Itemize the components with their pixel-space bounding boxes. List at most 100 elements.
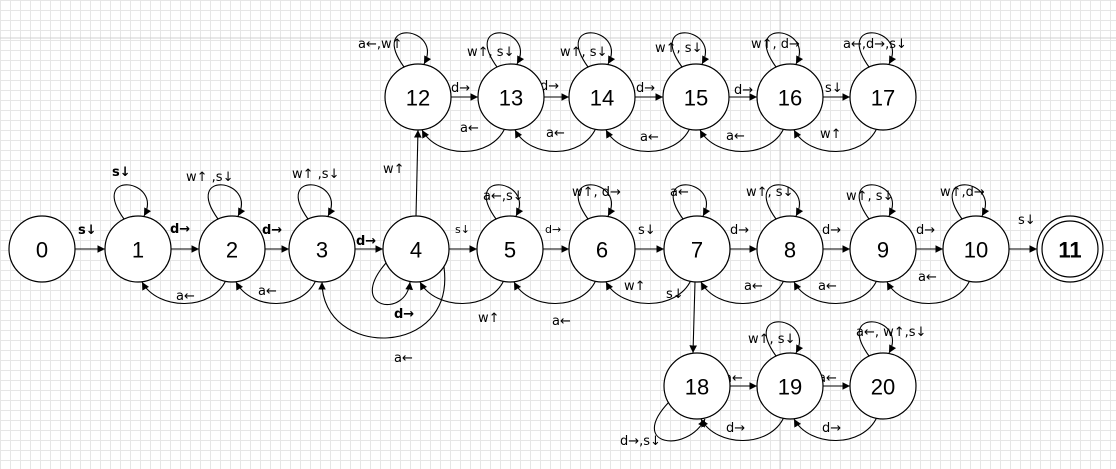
transition-label-14-14: w↑, s↓ bbox=[560, 45, 607, 60]
state-label: 14 bbox=[590, 86, 614, 111]
state-circle bbox=[476, 215, 544, 283]
transition-arrow-12-12 bbox=[393, 32, 432, 68]
transition-arrow-1-1 bbox=[113, 184, 152, 220]
state-10: 10 bbox=[942, 215, 1010, 283]
state-17: 17 bbox=[849, 63, 917, 131]
transition-label-15-15: w↑, s↓ bbox=[655, 41, 702, 56]
state-2: 2 bbox=[198, 215, 266, 283]
state-circle bbox=[477, 63, 545, 131]
transition-arrow-13-13 bbox=[486, 32, 525, 68]
transition-label-6-7: s↓ bbox=[638, 223, 656, 238]
transition-label-4-3: a← bbox=[394, 351, 413, 366]
transition-label-19-18: d→ bbox=[726, 421, 745, 436]
transition-arrow-6-6 bbox=[577, 184, 616, 220]
transition-arrow-7-7 bbox=[672, 184, 711, 220]
transition-arrow-20-19 bbox=[793, 416, 878, 441]
transition-arrow-7-6 bbox=[605, 279, 692, 305]
transition-arrow-7-18 bbox=[689, 281, 698, 354]
transition-arrow-6-5 bbox=[513, 279, 597, 304]
state-label: 9 bbox=[877, 238, 889, 263]
transition-arrow-3-3 bbox=[297, 184, 336, 220]
transition-arrow-16-15 bbox=[699, 127, 785, 153]
state-1: 1 bbox=[104, 215, 172, 283]
transition-label-2-3: d→ bbox=[262, 223, 282, 238]
transition-arrow-4-12 bbox=[413, 129, 422, 217]
state-circle bbox=[198, 215, 266, 283]
transition-arrow-14-14 bbox=[577, 32, 616, 68]
transition-arrow-14-13 bbox=[514, 127, 597, 152]
state-label: 20 bbox=[871, 375, 895, 400]
transition-arrow-2-2 bbox=[207, 184, 246, 220]
transition-label-16-17: s↓ bbox=[825, 81, 843, 96]
transition-label-17-16: w↑ bbox=[820, 127, 842, 142]
state-label: 18 bbox=[685, 375, 709, 400]
state-circle bbox=[8, 215, 76, 283]
transition-label-12-13: d→ bbox=[451, 81, 470, 96]
transition-arrow-13-12 bbox=[421, 127, 506, 152]
transition-label-1-2: d→ bbox=[170, 222, 190, 237]
transition-arrow-18-18 bbox=[653, 401, 706, 442]
transition-label-12-12: a←,w↑ bbox=[358, 37, 403, 52]
state-circle bbox=[756, 215, 824, 283]
state-3: 3 bbox=[288, 215, 356, 283]
state-15: 15 bbox=[662, 63, 730, 131]
transition-label-2-1: a← bbox=[176, 289, 195, 304]
transitions-layer bbox=[75, 32, 1037, 442]
transition-arrow-15-14 bbox=[605, 127, 691, 153]
transition-label-4-5: s↓ bbox=[455, 223, 470, 236]
state-circle bbox=[568, 215, 636, 283]
state-circle bbox=[662, 63, 730, 131]
state-7: 7 bbox=[663, 215, 731, 283]
transition-arrow-5-4 bbox=[419, 279, 505, 305]
state-circle bbox=[382, 215, 450, 283]
accepting-inner-circle bbox=[1041, 220, 1099, 278]
state-circle bbox=[756, 352, 824, 420]
transition-arrow-2-1 bbox=[141, 279, 227, 305]
transition-label-5-5: a←,s↓ bbox=[483, 189, 524, 204]
state-label: 4 bbox=[410, 238, 422, 263]
transition-label-7-18: s↓ bbox=[666, 287, 684, 302]
transition-arrow-4-3 bbox=[318, 266, 446, 339]
transition-label-14-13: a← bbox=[546, 126, 565, 141]
transition-arrow-16-16 bbox=[765, 32, 804, 68]
transition-label-3-2: a← bbox=[258, 284, 277, 299]
state-circle bbox=[849, 215, 917, 283]
transition-label-4-4: d→ bbox=[394, 307, 414, 322]
state-label: 13 bbox=[499, 86, 523, 111]
transition-label-9-8: a← bbox=[818, 279, 837, 294]
transition-arrow-9-9 bbox=[858, 184, 897, 220]
state-label: 6 bbox=[596, 238, 608, 263]
transition-label-13-13: w↑, s↓ bbox=[467, 45, 514, 60]
state-circle bbox=[104, 215, 172, 283]
state-6: 6 bbox=[568, 215, 636, 283]
state-13: 13 bbox=[477, 63, 545, 131]
transition-label-20-20: a←, w↑,s↓ bbox=[856, 325, 926, 340]
state-circle bbox=[568, 63, 636, 131]
transition-label-5-6: d→ bbox=[545, 223, 561, 236]
transition-label-16-15: a← bbox=[726, 129, 745, 144]
transition-label-16-16: w↑, d→ bbox=[751, 37, 800, 52]
transition-label-7-6: w↑ bbox=[624, 279, 646, 294]
transition-arrow-8-7 bbox=[700, 279, 785, 304]
state-label: 19 bbox=[778, 375, 802, 400]
state-20: 20 bbox=[849, 352, 917, 420]
state-5: 5 bbox=[476, 215, 544, 283]
state-11: 11 bbox=[1036, 215, 1104, 283]
transition-label-19-19: w↑, s↓ bbox=[748, 332, 795, 347]
transition-label-10-10: w↑,d→ bbox=[940, 185, 985, 200]
transition-label-10-11: s↓ bbox=[1018, 213, 1036, 228]
transition-label-14-15: d→ bbox=[636, 81, 655, 96]
transition-label-3-3: w↑ ,s↓ bbox=[292, 167, 339, 182]
transition-label-13-14: d→ bbox=[540, 79, 559, 94]
transition-label-20-19: d→ bbox=[822, 421, 841, 436]
transition-arrow-10-10 bbox=[951, 184, 990, 220]
state-label: 5 bbox=[504, 238, 516, 263]
state-label: 7 bbox=[691, 238, 703, 263]
transition-label-0-1: s↓ bbox=[78, 223, 97, 238]
state-19: 19 bbox=[756, 352, 824, 420]
state-circle bbox=[942, 215, 1010, 283]
transition-arrow-10-9 bbox=[886, 279, 971, 304]
transition-label-8-7: a← bbox=[744, 279, 763, 294]
transition-arrow-20-20 bbox=[858, 321, 897, 357]
state-label: 1 bbox=[132, 238, 144, 263]
